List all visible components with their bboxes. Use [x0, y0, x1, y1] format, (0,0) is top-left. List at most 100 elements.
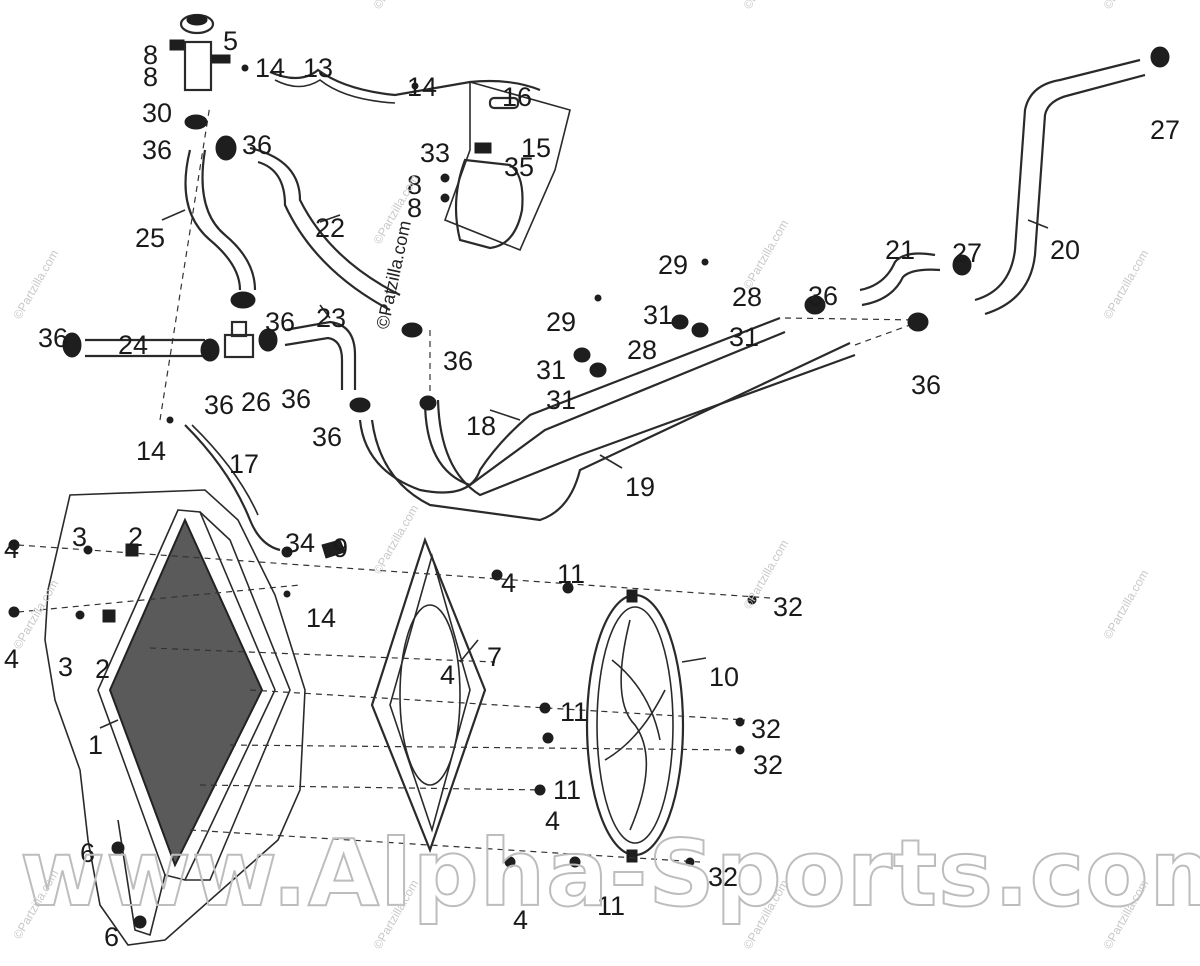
part-label-29: 29 [546, 307, 576, 337]
part-label-28: 28 [627, 335, 657, 365]
tile-watermark: ©Partzilla.com [10, 247, 61, 321]
part-label-8: 8 [407, 170, 422, 200]
part-label-36: 36 [265, 307, 295, 337]
part-label-31: 31 [546, 385, 576, 415]
tube-17 [184, 424, 281, 552]
part-label-36: 36 [242, 130, 272, 160]
part-label-6: 6 [80, 838, 95, 868]
part-label-28: 28 [732, 282, 762, 312]
part-label-23: 23 [316, 303, 346, 333]
radiator-core [108, 517, 264, 868]
part-label-2: 2 [95, 654, 110, 684]
part-label-3: 3 [72, 522, 87, 552]
pipe-18 [358, 316, 781, 494]
part-label-31: 31 [729, 322, 759, 352]
part-label-31: 31 [536, 355, 566, 385]
part-label-4: 4 [513, 905, 528, 935]
part-label-32: 32 [751, 714, 781, 744]
part-label-13: 13 [303, 53, 333, 83]
part-label-32: 32 [773, 592, 803, 622]
part-label-16: 16 [502, 82, 532, 112]
part-label-3: 3 [58, 652, 73, 682]
part-label-36: 36 [204, 390, 234, 420]
hose-25 [184, 149, 242, 291]
part-label-14: 14 [136, 436, 166, 466]
hose-21 [859, 252, 936, 292]
part-label-14: 14 [306, 603, 336, 633]
part-label-10: 10 [709, 662, 739, 692]
part-label-24: 24 [118, 330, 148, 360]
tile-watermark: ©Partzilla.com [370, 0, 421, 11]
reservoir-tank [454, 158, 524, 250]
filler-neck [183, 40, 213, 92]
part-label-11: 11 [557, 559, 585, 589]
part-label-11: 11 [597, 891, 625, 921]
hose-23 [284, 320, 357, 390]
part-label-32: 32 [708, 862, 738, 892]
fan-shroud [370, 536, 487, 854]
hose-20 [974, 58, 1141, 302]
tile-watermark: ©Partzilla.com [740, 217, 791, 291]
tile-watermark: ©Partzilla.com [1100, 0, 1151, 11]
part-label-9: 9 [333, 533, 348, 563]
tile-watermark: ©Partzilla.com [370, 502, 421, 576]
part-label-36: 36 [443, 346, 473, 376]
part-label-22: 22 [315, 213, 345, 243]
part-label-20: 20 [1050, 235, 1080, 265]
part-label-25: 25 [135, 223, 165, 253]
reservoir-bracket [443, 80, 571, 252]
part-label-15: 15 [521, 133, 551, 163]
tile-watermark: ©Partzilla.com [740, 0, 791, 11]
part-label-36: 36 [911, 370, 941, 400]
part-label-33: 33 [420, 138, 450, 168]
part-label-5: 5 [223, 26, 238, 56]
part-label-18: 18 [466, 411, 496, 441]
part-label-2: 2 [128, 522, 143, 552]
brand-watermark: www.Alpha-Sports.com [20, 820, 1200, 927]
part-label-27: 27 [1150, 115, 1180, 145]
part-label-14: 14 [407, 72, 437, 102]
part-label-11: 11 [560, 697, 588, 727]
part-label-8: 8 [407, 193, 422, 223]
part-label-21: 21 [885, 235, 915, 265]
hose-22 [249, 146, 401, 296]
part-label-8: 8 [143, 40, 158, 70]
part-label-35: 35 [504, 152, 534, 182]
part-label-36: 36 [281, 384, 311, 414]
part-label-11: 11 [553, 775, 581, 805]
part-label-14: 14 [255, 53, 285, 83]
part-label-8: 8 [143, 62, 158, 92]
tile-watermark: ©Partzilla.com [1100, 247, 1151, 321]
junction-26 [223, 333, 255, 359]
part-label-7: 7 [487, 642, 502, 672]
part-number-callouts: 1223344444456678888910111111111314141414… [4, 26, 1180, 952]
part-label-36: 36 [312, 422, 342, 452]
part-label-4: 4 [4, 644, 19, 674]
part-label-1: 1 [88, 730, 103, 760]
part-label-26: 26 [241, 387, 271, 417]
part-label-4: 4 [440, 660, 455, 690]
leader-lines [99, 209, 1049, 729]
part-label-36: 36 [142, 135, 172, 165]
tile-watermark: ©Partzilla.com [1100, 567, 1151, 641]
part-label-31: 31 [643, 300, 673, 330]
part-label-29: 29 [658, 250, 688, 280]
part-label-32: 32 [753, 750, 783, 780]
part-label-30: 30 [142, 98, 172, 128]
part-label-4: 4 [545, 806, 560, 836]
part-label-36: 36 [38, 323, 68, 353]
hose-clamps [62, 46, 1170, 413]
part-label-34: 34 [285, 528, 315, 558]
part-label-27: 27 [952, 238, 982, 268]
fasteners [8, 64, 757, 929]
part-label-6: 6 [104, 922, 119, 952]
part-label-4: 4 [501, 568, 516, 598]
part-label-4: 4 [4, 534, 19, 564]
part-label-19: 19 [625, 472, 655, 502]
part-label-17: 17 [229, 449, 259, 479]
part-label-36: 36 [808, 281, 838, 311]
pipe-19 [370, 342, 851, 522]
radiator-shroud-outline [44, 489, 306, 946]
